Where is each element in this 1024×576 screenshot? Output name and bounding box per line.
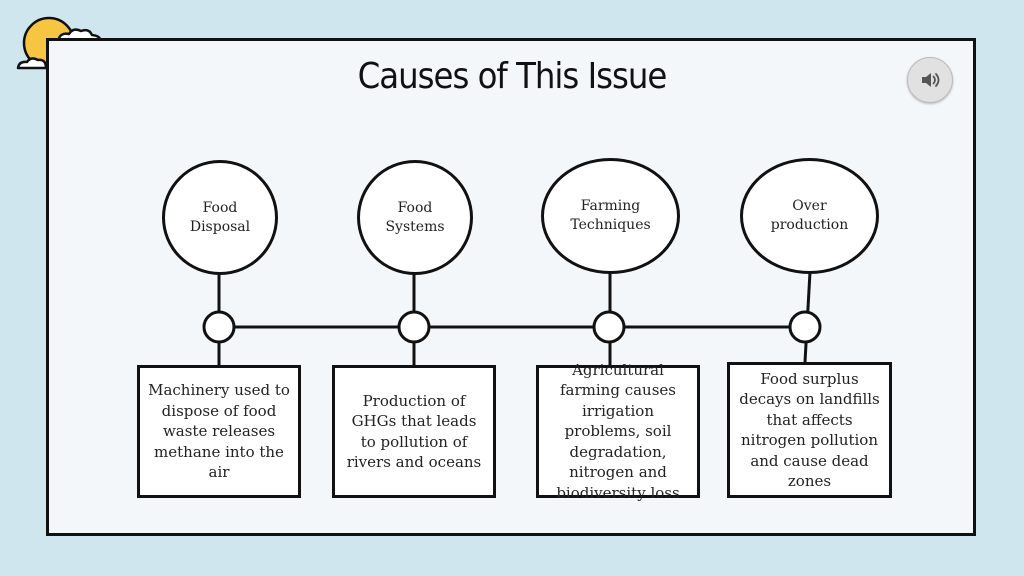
- page-title: Causes of This Issue: [357, 56, 668, 97]
- cause-detail-box: Machinery used to dispose of food waste …: [137, 365, 301, 498]
- timeline-node: [592, 310, 626, 344]
- cause-detail-box: Food surplus decays on landfills that af…: [727, 362, 892, 498]
- cause-heading: Farming: [580, 198, 641, 214]
- cause-detail-text: Production of GHGs that leads to polluti…: [346, 391, 482, 472]
- cause-heading: production: [770, 217, 849, 233]
- cause-detail-text: Agricultural farming causes irrigation p…: [556, 360, 680, 502]
- cause-circle-food-disposal: Food Disposal: [162, 160, 278, 275]
- cause-heading: Systems: [385, 218, 445, 235]
- cause-detail-box: Production of GHGs that leads to polluti…: [332, 365, 496, 498]
- cause-detail-box: Agricultural farming causes irrigation p…: [536, 361, 700, 502]
- cause-heading: Food: [397, 199, 433, 216]
- cause-heading: Over: [792, 198, 827, 214]
- timeline-node: [202, 310, 236, 344]
- cause-circle-farming-techniques: Farming Techniques: [541, 158, 680, 274]
- cause-detail-text: Machinery used to dispose of food waste …: [148, 381, 290, 482]
- cause-heading: Disposal: [189, 218, 251, 235]
- audio-button[interactable]: [907, 57, 953, 103]
- cause-detail-text: Food surplus decays on landfills that af…: [739, 369, 880, 491]
- timeline-node: [788, 310, 822, 344]
- timeline-node: [397, 310, 431, 344]
- cause-circle-overproduction: Over production: [740, 158, 879, 274]
- cause-circle-food-systems: Food Systems: [357, 160, 473, 275]
- cause-heading: Food: [202, 199, 238, 216]
- speaker-icon: [922, 73, 940, 87]
- cause-heading: Techniques: [570, 217, 651, 233]
